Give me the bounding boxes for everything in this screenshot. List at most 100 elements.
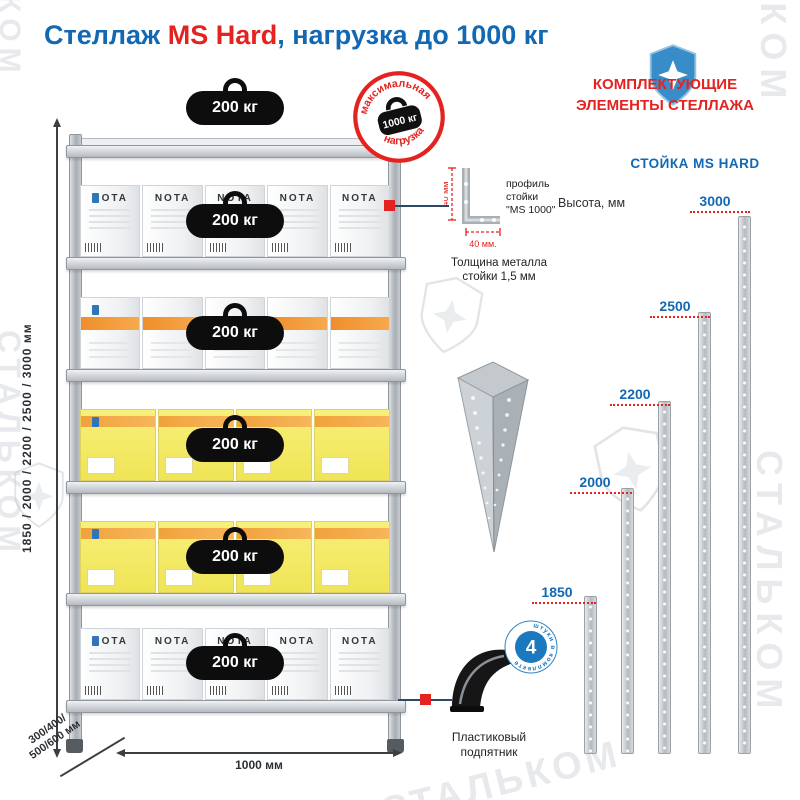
shelf-load-badge: 200 кг	[186, 428, 284, 462]
paper-box-nota: NOTA	[329, 185, 391, 257]
components-subheading: СТОЙКА MS HARD	[630, 156, 760, 171]
box-barcode	[272, 243, 289, 252]
box-orange-stripe	[330, 317, 390, 330]
profile-caption-line2: стойки	[506, 191, 539, 203]
paper-box-striped	[329, 297, 391, 369]
post-height-label-3000: 3000	[699, 193, 731, 209]
profile-caption-line3: "MS 1000"	[506, 204, 556, 216]
box-orange-band	[237, 416, 311, 427]
title-prefix: Стеллаж	[44, 20, 168, 50]
paper-box-nota: NOTA	[80, 628, 141, 700]
shelf	[66, 481, 406, 494]
shield-watermark-icon	[14, 462, 64, 528]
box-barcode	[209, 243, 226, 252]
box-orange-stripe	[81, 317, 140, 330]
paper-box-nota: NOTA	[80, 185, 141, 257]
box-orange-band	[81, 528, 155, 539]
box-text-lines	[89, 342, 132, 360]
rack-illustration: NOTA NOTA NOTA NOTA NOTA	[66, 91, 406, 760]
box-orange-band	[81, 416, 155, 427]
box-barcode	[209, 686, 226, 695]
quantity-badge: штуки в комплекте 4	[504, 620, 558, 674]
box-text-lines	[151, 342, 194, 360]
shield-watermark-icon	[420, 276, 484, 354]
upright-post-3000	[738, 216, 751, 754]
shelf	[66, 145, 406, 158]
shelf-clip	[92, 193, 99, 203]
box-brand-label: NOTA	[92, 193, 128, 204]
height-dimension-label: 1850 / 2000 / 2200 / 2500 / 3000 мм	[20, 323, 34, 553]
upright-post-3d-image	[456, 361, 530, 553]
profile-caption-line1: профиль	[506, 178, 550, 190]
paper-box-yellow	[314, 409, 390, 481]
box-label	[87, 569, 115, 586]
post-height-label-2500: 2500	[659, 298, 691, 314]
components-heading-line2: ЭЛЕМЕНТЫ СТЕЛЛАЖА	[576, 97, 754, 114]
watermark-text: СТАЛЬКОМ	[752, 0, 794, 106]
max-load-stamp: максимальная нагрузка 1000 кг	[342, 60, 456, 174]
post-leader-line	[650, 316, 710, 318]
upright-post-1850	[584, 596, 597, 754]
upright-post-2200	[658, 401, 671, 754]
shelf	[66, 593, 406, 606]
paper-box-nota: NOTA	[329, 628, 391, 700]
box-orange-band	[315, 528, 389, 539]
box-text-lines	[338, 652, 382, 674]
watermark-text: СТАЛЬКОМ	[0, 330, 27, 558]
brand-shield-icon	[649, 44, 697, 106]
paper-box-nota: NOTA	[267, 185, 328, 257]
thickness-note: Толщина металла стойки 1,5 мм	[450, 257, 548, 283]
box-orange-band	[159, 416, 233, 427]
kettlebell-icon	[377, 105, 422, 136]
box-label	[321, 569, 349, 586]
rack-foot-left	[66, 739, 83, 753]
paper-box-yellow	[314, 521, 390, 593]
shelf-load-badge: 200 кг	[186, 316, 284, 350]
profile-dim-vertical-label: 40 мм	[444, 182, 450, 207]
box-barcode	[85, 243, 101, 252]
post-leader-line	[532, 602, 596, 604]
height-dimension-line	[53, 118, 61, 758]
box-barcode	[85, 686, 101, 695]
box-text-lines	[89, 652, 132, 674]
watermark-text: СТАЛЬКОМ	[749, 450, 790, 717]
box-text-lines	[276, 652, 319, 674]
box-brand-label: NOTA	[92, 636, 128, 647]
connector-line	[395, 205, 449, 207]
post-height-label-2000: 2000	[579, 474, 611, 490]
height-units-label: Высота, мм	[558, 196, 626, 210]
box-brand-label: NOTA	[279, 636, 316, 647]
box-label	[165, 569, 193, 586]
post-leader-line	[690, 211, 750, 213]
box-brand-label: NOTA	[154, 193, 191, 204]
box-text-lines	[89, 209, 132, 231]
profile-cross-section-diagram: 40 мм 40 мм.	[444, 167, 501, 249]
shelf-load-badge: 200 кг	[186, 204, 284, 238]
page-title: Стеллаж MS Hard, нагрузка до 1000 кг	[44, 20, 549, 51]
width-dimension-label: 1000 мм	[235, 758, 283, 772]
box-text-lines	[276, 209, 319, 231]
marker-square	[384, 200, 395, 211]
box-orange-band	[159, 528, 233, 539]
plastic-foot-image	[450, 649, 516, 712]
upright-post-2500	[698, 312, 711, 754]
post-leader-line	[610, 404, 670, 406]
shelf-load-badge: 200 кг	[186, 646, 284, 680]
plastic-foot-caption: Пластиковый подпятник	[451, 730, 527, 759]
box-text-lines	[338, 342, 382, 360]
box-barcode	[272, 686, 289, 695]
box-brand-label: NOTA	[279, 193, 316, 204]
box-label	[165, 457, 193, 474]
box-barcode	[334, 686, 351, 695]
upright-post-2000	[621, 488, 634, 754]
post-leader-line	[570, 492, 632, 494]
box-brand-label: NOTA	[342, 193, 378, 204]
box-brand-label: NOTA	[342, 636, 378, 647]
profile-dim-horizontal-label: 40 мм.	[469, 239, 496, 249]
box-orange-band	[315, 416, 389, 427]
width-dimension-line	[116, 749, 402, 757]
box-text-lines	[276, 342, 319, 360]
post-height-label-2200: 2200	[619, 386, 651, 402]
box-barcode	[147, 243, 164, 252]
